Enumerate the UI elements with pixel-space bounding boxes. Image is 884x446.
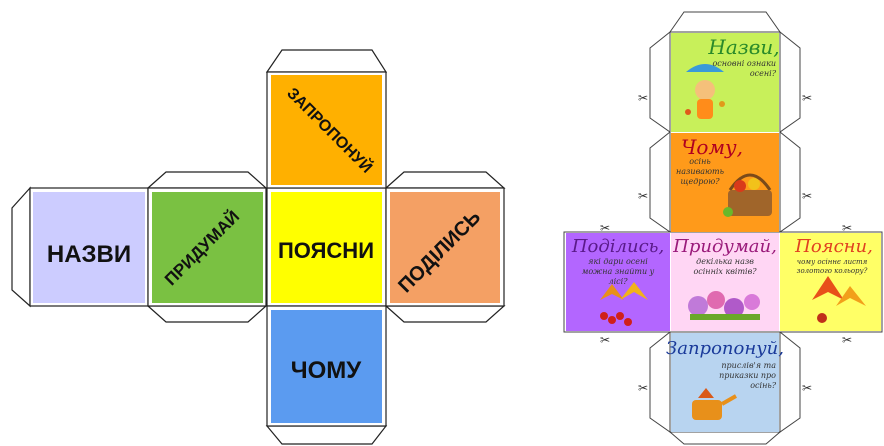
flap-top-podilys: [384, 171, 506, 189]
text-line: декілька назв: [696, 257, 754, 266]
face-poiasny: [271, 192, 382, 303]
flap-top-prydumai: [146, 171, 268, 189]
face-podilys: [390, 192, 500, 303]
text-line: щедрою?: [680, 177, 720, 186]
text-line: золотого кольору?: [797, 267, 868, 275]
rtitle-nazvy: Назви,: [707, 35, 779, 59]
scissors-icon: ✂: [638, 381, 648, 395]
text-line: можна знайти у: [582, 267, 655, 276]
flap-left-nazvy: [11, 186, 31, 308]
scissors-icon: ✂: [638, 91, 648, 105]
scissors-icon: ✂: [802, 91, 812, 105]
text-line: прислів'я та: [721, 361, 776, 370]
rflap-left-zaproponui: [649, 330, 671, 433]
text-line: осені?: [750, 69, 777, 78]
text-line: осінніх квітів?: [693, 267, 757, 276]
text-line: лісі?: [609, 277, 629, 286]
label-poiasny: ПОЯСНИ: [278, 238, 374, 263]
rowan-leaves-illustration: [600, 282, 648, 326]
face-nazvy: [33, 192, 145, 303]
rface-nazvy: [671, 33, 779, 132]
flap-top-zaproponui: [265, 49, 388, 73]
rtitle-zaproponui: Запропонуй,: [666, 338, 784, 359]
text-line: приказки про: [719, 371, 776, 380]
scissors-icon: ✂: [802, 189, 812, 203]
text-line: основні ознаки: [712, 59, 776, 68]
flap-bottom-podilys: [384, 305, 506, 323]
face-chomu: [271, 310, 382, 423]
scissors-icons: ✂ ✂ ✂ ✂ ✂ ✂ ✂ ✂ ✂ ✂: [600, 91, 852, 395]
rflap-left-chomu: [649, 130, 671, 233]
scissors-icon: ✂: [842, 221, 852, 235]
rtitle-poiasny: Поясни,: [794, 236, 873, 257]
girl-umbrella-illustration: [685, 64, 725, 119]
label-chomu: ЧОМУ: [291, 357, 363, 384]
rtitle-chomu: Чому,: [681, 135, 743, 159]
rtitle-prydumai: Придумай,: [672, 236, 777, 257]
autumn-leaves-illustration: [812, 276, 866, 323]
rflap-right-nazvy: [779, 30, 801, 133]
flowers-illustration: [688, 291, 760, 320]
scissors-icon: ✂: [842, 333, 852, 347]
flap-bottom-prydumai: [146, 305, 268, 323]
text-line: осінь?: [750, 381, 776, 390]
scissors-icon: ✂: [600, 221, 610, 235]
scissors-icon: ✂: [638, 189, 648, 203]
text-line: називають: [676, 167, 724, 176]
rflap-top: [669, 11, 781, 33]
rflap-bottom: [668, 431, 782, 445]
rtitle-podilys: Поділись,: [571, 236, 664, 257]
scissors-icon: ✂: [600, 333, 610, 347]
face-prydumai: [152, 192, 263, 303]
flap-bottom-chomu: [265, 425, 388, 445]
scissors-icon: ✂: [802, 381, 812, 395]
basket-illustration: [723, 173, 772, 217]
rflap-right-chomu: [779, 130, 801, 233]
left-cube-faces: НАЗВИ ПРИДУМАЙ ПОЯСНИ ПОДІЛИСЬ ЗАПРОПОНУ…: [33, 75, 500, 423]
label-nazvy: НАЗВИ: [47, 241, 131, 268]
text-line: чому осіннє листя: [797, 258, 868, 266]
watering-can-illustration: [692, 388, 737, 420]
text-line: осінь: [689, 157, 710, 166]
face-zaproponui: [271, 75, 382, 185]
rflap-right-zaproponui: [779, 330, 801, 433]
text-line: які дари осені: [588, 257, 648, 266]
rface-zaproponui: [671, 333, 779, 432]
rflap-left-nazvy: [649, 30, 671, 133]
